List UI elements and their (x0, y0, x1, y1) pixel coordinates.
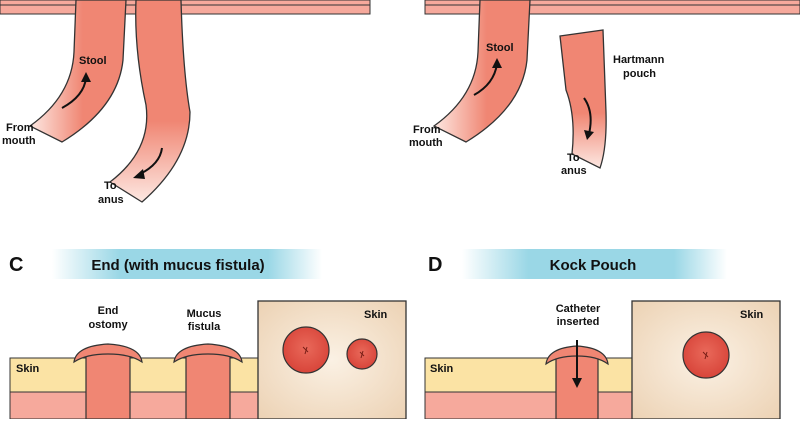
label-skin-layer-c: Skin (16, 363, 40, 375)
label-to-a-2: anus (98, 194, 124, 206)
end-ostomy-stoma (73, 343, 143, 420)
hartmann-pouch (559, 29, 607, 169)
label-pouch-b-1: Hartmann (613, 54, 665, 66)
panel-b: Stool Hartmann pouch From mouth To anus (409, 0, 800, 177)
arrowhead-up-a (81, 72, 91, 82)
panel-c-title: End (with mucus fistula) (91, 257, 264, 274)
abdominal-wall-a (0, 0, 371, 15)
label-skin-box-d: Skin (740, 309, 764, 321)
proximal-limb-a (28, 0, 127, 143)
panel-d: D Kock Pouch Skin Catheter inserted Skin (424, 249, 781, 420)
skin-inset-c (257, 300, 407, 420)
label-from-a-2: mouth (2, 135, 36, 147)
label-catheter-1: Catheter (556, 303, 601, 315)
distal-limb-a (108, 0, 191, 203)
label-stool-b: Stool (486, 42, 514, 54)
label-skin-layer-d: Skin (430, 363, 454, 375)
arrowhead-down-a (133, 169, 145, 179)
skin-inset-d (631, 300, 781, 420)
mucus-fistula-stoma (173, 343, 243, 420)
panel-c-banner (52, 249, 322, 279)
label-mucus-2: fistula (188, 321, 221, 333)
label-to-a-1: To (104, 180, 117, 192)
panel-d-letter: D (428, 254, 442, 276)
label-from-b-2: mouth (409, 137, 443, 149)
label-from-b-1: From (413, 124, 441, 136)
panel-d-banner (462, 249, 727, 279)
panel-c-letter: C (9, 254, 23, 276)
label-to-b-2: anus (561, 165, 587, 177)
panel-c: C End (with mucus fistula) Skin End osto… (9, 249, 407, 420)
panel-d-title: Kock Pouch (550, 257, 637, 274)
proximal-limb-b (432, 0, 531, 143)
label-to-b-1: To (567, 152, 580, 164)
arrowhead-down-b (584, 130, 594, 140)
catheter-arrowhead (572, 378, 582, 388)
label-pouch-b-2: pouch (623, 68, 656, 80)
label-catheter-2: inserted (557, 316, 600, 328)
label-skin-box-c: Skin (364, 309, 388, 321)
label-end-2: ostomy (88, 319, 128, 331)
label-end-1: End (98, 305, 119, 317)
arrow-down-b (583, 97, 592, 135)
label-stool-a: Stool (79, 55, 107, 67)
label-mucus-1: Mucus (187, 308, 222, 320)
panel-a: Stool From mouth To anus (0, 0, 371, 206)
arrowhead-up-b (492, 58, 502, 68)
label-from-a-1: From (6, 122, 34, 134)
